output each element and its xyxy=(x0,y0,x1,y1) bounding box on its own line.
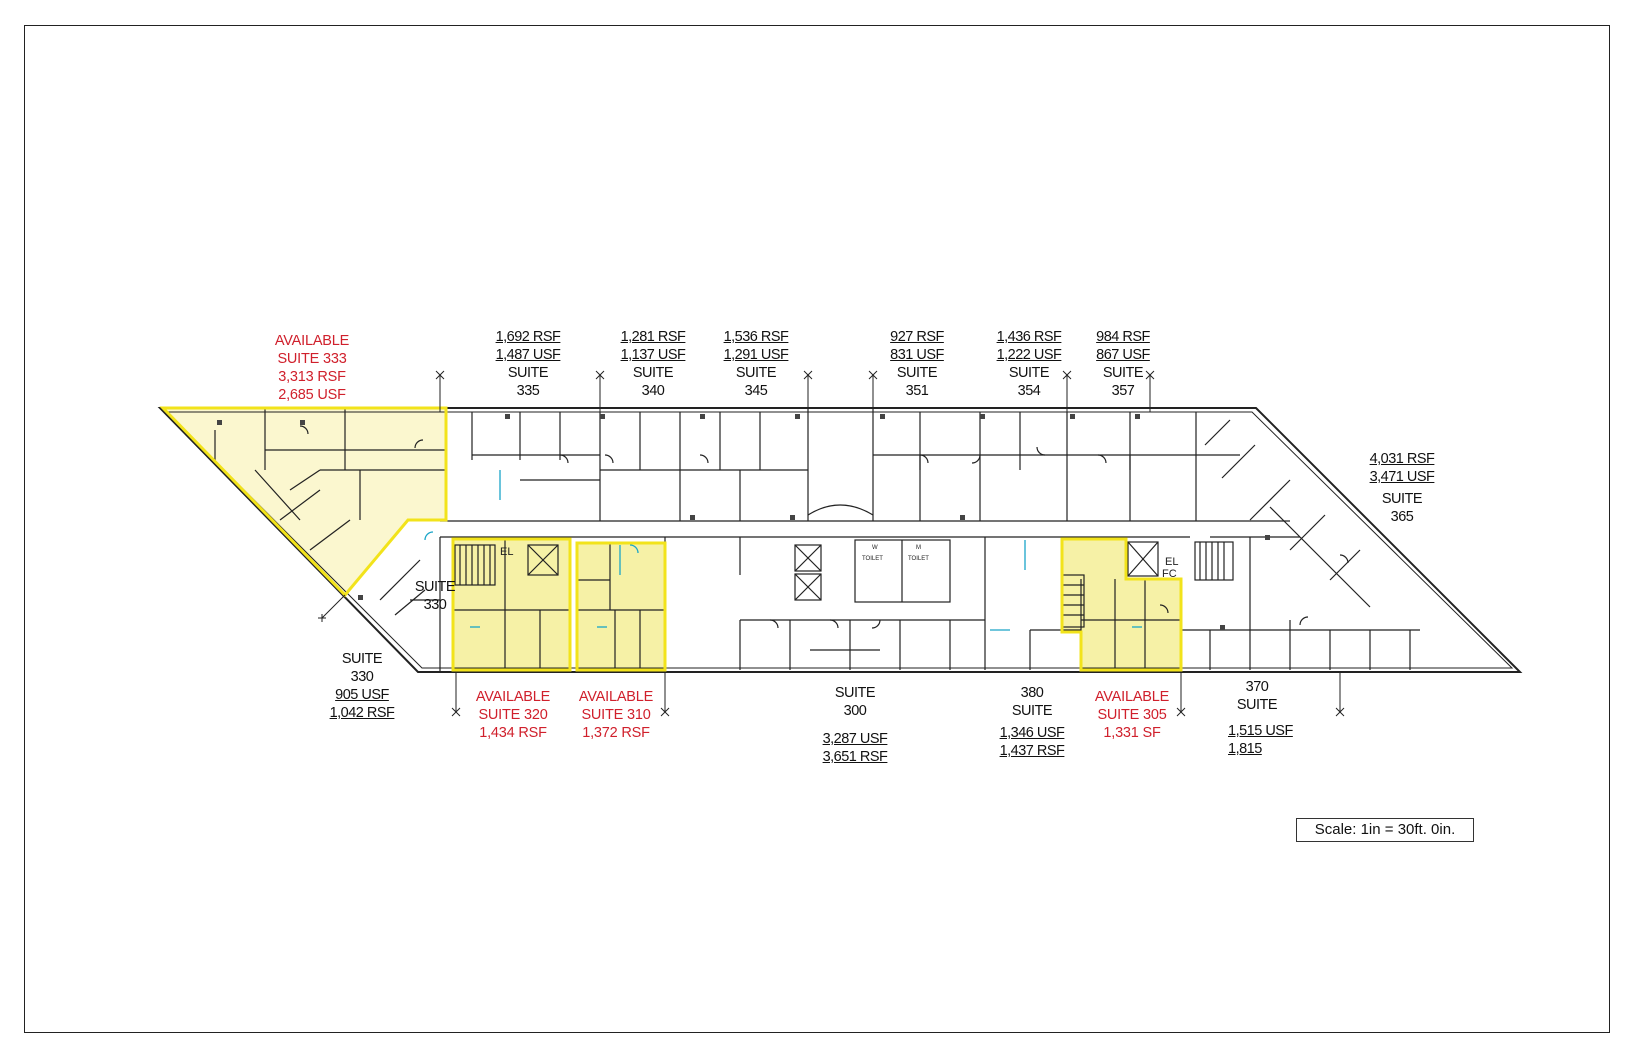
suite-320-area xyxy=(453,539,570,670)
suite-335-word: SUITE xyxy=(507,365,549,381)
suite-357-number: 357 xyxy=(1111,383,1135,399)
drawing-sheet-border xyxy=(24,25,1610,1033)
scale-note: Scale: 1in = 30ft. 0in. xyxy=(1296,818,1474,842)
suite-310-label: AVAILABLE SUITE 310 1,372 RSF xyxy=(566,688,666,742)
suite-305-area xyxy=(1062,539,1181,670)
suite-333-usf: 2,685 USF xyxy=(278,387,346,403)
toilet-label-1: TOILET xyxy=(862,556,883,562)
suite-351-label: 927 RSF 831 USF SUITE 351 xyxy=(876,328,958,400)
suite-305-label: AVAILABLE SUITE 305 1,331 SF xyxy=(1082,688,1182,742)
suite-330-number: 330 xyxy=(350,669,374,685)
suite-310-rsf: 1,372 RSF xyxy=(582,725,650,741)
suite-357-rsf: 984 RSF xyxy=(1096,329,1150,345)
suite-345-rsf: 1,536 RSF xyxy=(723,329,789,345)
suite-320-name: SUITE 320 xyxy=(478,707,548,723)
suite-333-status: AVAILABLE xyxy=(274,333,350,349)
suite-305-sf: 1,331 SF xyxy=(1103,725,1161,741)
suite-305-outline xyxy=(1060,537,1183,672)
suite-320-outline xyxy=(451,537,572,672)
suite-380-number: 380 xyxy=(1020,685,1044,701)
suite-330-inner-label: SUITE 330 xyxy=(410,578,460,614)
suite-300-word: SUITE xyxy=(834,685,876,701)
building-outline xyxy=(157,407,1523,673)
suite-300-number: 300 xyxy=(843,703,867,719)
suite-365-rsf: 4,031 RSF xyxy=(1369,451,1435,467)
suite-370-area: 1,515 USF 1,815 xyxy=(1228,722,1308,758)
suite-354-usf: 1,222 USF xyxy=(996,347,1062,363)
suite-330-rsf: 1,042 RSF xyxy=(329,705,395,721)
suite-357-label: 984 RSF 867 USF SUITE 357 xyxy=(1082,328,1164,400)
suite-351-word: SUITE xyxy=(896,365,938,381)
restroom-women-label: W xyxy=(872,545,878,551)
suite-340-label: 1,281 RSF 1,137 USF SUITE 340 xyxy=(612,328,694,400)
suite-340-number: 340 xyxy=(641,383,665,399)
suite-333-outline xyxy=(159,406,448,598)
elevator-label-east: EL xyxy=(1165,556,1179,568)
suite-333-rsf: 3,313 RSF xyxy=(278,369,346,385)
suite-320-status: AVAILABLE xyxy=(475,689,551,705)
suite-370-usf: 1,515 USF xyxy=(1228,723,1293,739)
suite-310-status: AVAILABLE xyxy=(578,689,654,705)
suite-351-usf: 831 USF xyxy=(890,347,944,363)
suite-370-label: 370 SUITE xyxy=(1222,678,1292,714)
suite-345-usf: 1,291 USF xyxy=(723,347,789,363)
suite-330-inner-number: 330 xyxy=(423,597,447,613)
suite-380-rsf: 1,437 RSF xyxy=(999,743,1065,759)
suite-340-usf: 1,137 USF xyxy=(620,347,686,363)
suite-340-word: SUITE xyxy=(632,365,674,381)
suite-300-label: SUITE 300 3,287 USF 3,651 RSF xyxy=(815,684,895,766)
suite-365-word: SUITE xyxy=(1381,491,1423,507)
suite-335-usf: 1,487 USF xyxy=(495,347,561,363)
suite-330-word: SUITE xyxy=(341,651,383,667)
suite-335-number: 335 xyxy=(516,383,540,399)
suite-365-number: 365 xyxy=(1390,509,1414,525)
suite-320-rsf: 1,434 RSF xyxy=(479,725,547,741)
suite-354-number: 354 xyxy=(1017,383,1041,399)
suite-354-label: 1,436 RSF 1,222 USF SUITE 354 xyxy=(988,328,1070,400)
suite-351-rsf: 927 RSF xyxy=(890,329,944,345)
suite-310-area xyxy=(577,543,665,670)
suite-345-number: 345 xyxy=(744,383,768,399)
building-outline-inner xyxy=(164,411,1514,669)
suite-305-name: SUITE 305 xyxy=(1097,707,1167,723)
suite-330-inner-word: SUITE xyxy=(414,579,456,595)
suite-354-rsf: 1,436 RSF xyxy=(996,329,1062,345)
suite-335-rsf: 1,692 RSF xyxy=(495,329,561,345)
suite-380-word: SUITE xyxy=(1011,703,1053,719)
suite-354-word: SUITE xyxy=(1008,365,1050,381)
suite-330-usf: 905 USF xyxy=(335,687,389,703)
suite-380-usf: 1,346 USF xyxy=(999,725,1065,741)
suite-365-usf: 3,471 USF xyxy=(1369,469,1435,485)
fire-cabinet-label: FC xyxy=(1162,568,1177,580)
suite-340-rsf: 1,281 RSF xyxy=(620,329,686,345)
suite-380-label: 380 SUITE 1,346 USF 1,437 RSF xyxy=(992,684,1072,760)
suite-365-label: 4,031 RSF 3,471 USF SUITE 365 xyxy=(1360,450,1444,526)
suite-370-rsf: 1,815 xyxy=(1228,741,1262,757)
suite-370-word: SUITE xyxy=(1236,697,1278,713)
suite-333-name: SUITE 333 xyxy=(277,351,347,367)
restroom-men-label: M xyxy=(916,545,921,551)
elevator-label-west: EL xyxy=(500,546,514,558)
suite-310-name: SUITE 310 xyxy=(581,707,651,723)
suite-345-word: SUITE xyxy=(735,365,777,381)
suite-351-number: 351 xyxy=(905,383,929,399)
suite-300-usf: 3,287 USF xyxy=(822,731,888,747)
suite-345-label: 1,536 RSF 1,291 USF SUITE 345 xyxy=(715,328,797,400)
suite-320-label: AVAILABLE SUITE 320 1,434 RSF xyxy=(463,688,563,742)
suite-330-label: SUITE 330 905 USF 1,042 RSF xyxy=(322,650,402,722)
suite-357-usf: 867 USF xyxy=(1096,347,1150,363)
suite-305-status: AVAILABLE xyxy=(1094,689,1170,705)
toilet-label-2: TOILET xyxy=(908,556,929,562)
suite-310-outline xyxy=(575,541,667,672)
suite-300-rsf: 3,651 RSF xyxy=(822,749,888,765)
suite-370-number: 370 xyxy=(1245,679,1269,695)
suite-357-word: SUITE xyxy=(1102,365,1144,381)
suite-335-label: 1,692 RSF 1,487 USF SUITE 335 xyxy=(487,328,569,400)
suite-333-label: AVAILABLE SUITE 333 3,313 RSF 2,685 USF xyxy=(262,332,362,404)
